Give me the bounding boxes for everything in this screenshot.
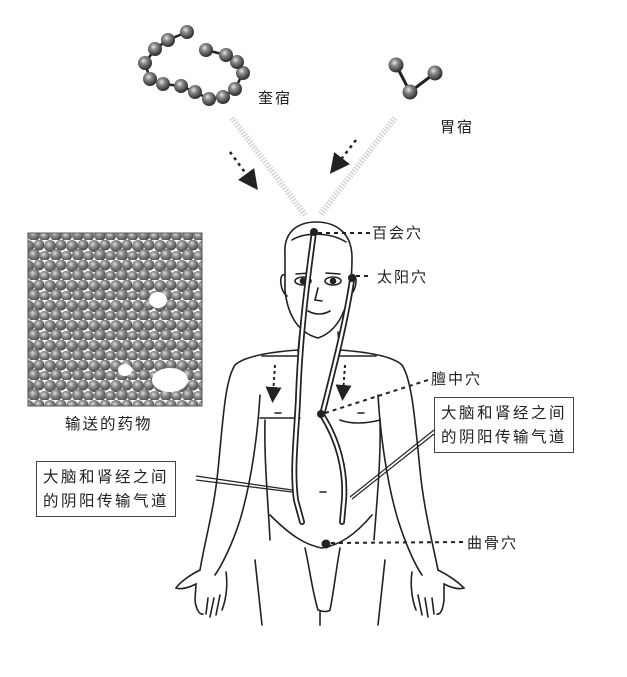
descending-arrows xyxy=(228,139,357,191)
callout-right-line2: 的阴阳传输气道 xyxy=(441,428,568,446)
danzhong-point-label: 膻中穴 xyxy=(431,370,483,388)
callout-box-right: 大脑和肾经之间 的阴阳传输气道 xyxy=(434,397,575,453)
callout-right-line1: 大脑和肾经之间 xyxy=(441,404,568,422)
chest-arrows xyxy=(265,364,352,403)
callout-left-line2: 的阴阳传输气道 xyxy=(43,492,170,510)
baihui-dot xyxy=(310,228,318,236)
callout-box-left: 大脑和肾经之间 的阴阳传输气道 xyxy=(36,461,177,517)
drug-caption: 输送的药物 xyxy=(65,415,153,433)
taiyang-dot xyxy=(348,274,356,282)
callout-left-line1: 大脑和肾经之间 xyxy=(43,468,170,486)
energy-beams xyxy=(229,116,398,217)
callout-leaders xyxy=(195,429,435,500)
wei-constellation-icon xyxy=(388,57,443,100)
drug-pellets-image xyxy=(27,232,203,407)
human-figure xyxy=(174,221,466,626)
taiyang-point-label: 太阳穴 xyxy=(377,268,429,286)
acupoint-markers xyxy=(310,228,465,549)
danzhong-dot xyxy=(317,410,325,418)
baihui-point-label: 百会穴 xyxy=(372,224,424,242)
qugu-point-label: 曲骨穴 xyxy=(467,534,519,552)
kui-constellation-label: 奎宿 xyxy=(258,89,293,107)
wei-constellation-label: 胃宿 xyxy=(440,118,475,136)
kui-constellation-icon xyxy=(138,25,250,106)
qugu-dot xyxy=(321,539,331,549)
